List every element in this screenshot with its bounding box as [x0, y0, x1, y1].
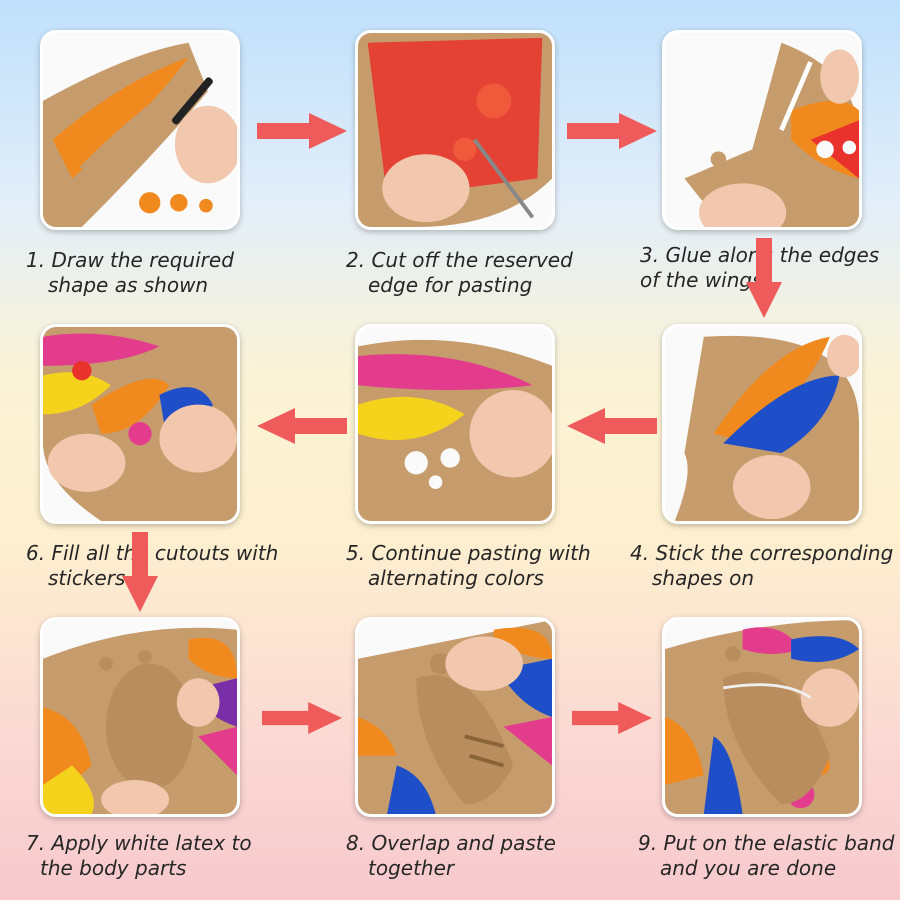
step-8-caption: 8. Overlap and paste together: [346, 831, 556, 881]
step-4-caption: 4. Stick the corresponding shapes on: [630, 541, 893, 591]
arrow-left-icon: [257, 408, 347, 444]
step-4-line2: shapes on: [652, 566, 755, 590]
step-6-line1: 6. Fill all the cutouts with: [26, 541, 279, 565]
step-9-caption: 9. Put on the elastic band and you are d…: [638, 831, 894, 881]
step-6-photo: [40, 324, 240, 524]
step-5-line1: 5. Continue pasting with: [346, 541, 591, 565]
step-5-line2: alternating colors: [368, 566, 544, 590]
step-8-line2: together: [368, 856, 455, 880]
step-8-photo: [355, 617, 555, 817]
step-3-photo: [662, 30, 862, 230]
step-3-line2: of the wings: [640, 268, 763, 292]
arrow-right-icon: [262, 702, 342, 734]
arrow-right-icon: [567, 113, 657, 149]
arrow-down-icon: [746, 238, 782, 318]
step-6-line2: stickers: [48, 566, 126, 590]
step-4-photo: [662, 324, 862, 524]
step-1-photo: [40, 30, 240, 230]
step-7-line2: the body parts: [40, 856, 187, 880]
step-2-caption: 2. Cut off the reserved edge for pasting: [346, 248, 573, 298]
step-1-line1: 1. Draw the required: [26, 248, 234, 272]
step-5-caption: 5. Continue pasting with alternating col…: [346, 541, 591, 591]
step-2-photo: [355, 30, 555, 230]
arrow-right-icon: [572, 702, 652, 734]
arrow-down-icon: [122, 532, 158, 612]
arrow-left-icon: [567, 408, 657, 444]
step-7-caption: 7. Apply white latex to the body parts: [26, 831, 252, 881]
step-7-line1: 7. Apply white latex to: [26, 831, 252, 855]
step-8-line1: 8. Overlap and paste: [346, 831, 556, 855]
step-9-photo: [662, 617, 862, 817]
step-1-caption: 1. Draw the required shape as shown: [26, 248, 234, 298]
arrow-right-icon: [257, 113, 347, 149]
step-2-line1: 2. Cut off the reserved: [346, 248, 573, 272]
step-9-line1: 9. Put on the elastic band: [638, 831, 895, 855]
step-4-line1: 4. Stick the corresponding: [630, 541, 894, 565]
step-2-line2: edge for pasting: [368, 273, 533, 297]
step-5-photo: [355, 324, 555, 524]
step-9-line2: and you are done: [660, 856, 837, 880]
step-6-caption: 6. Fill all the cutouts with stickers: [26, 541, 278, 591]
step-7-photo: [40, 617, 240, 817]
step-1-line2: shape as shown: [48, 273, 209, 297]
